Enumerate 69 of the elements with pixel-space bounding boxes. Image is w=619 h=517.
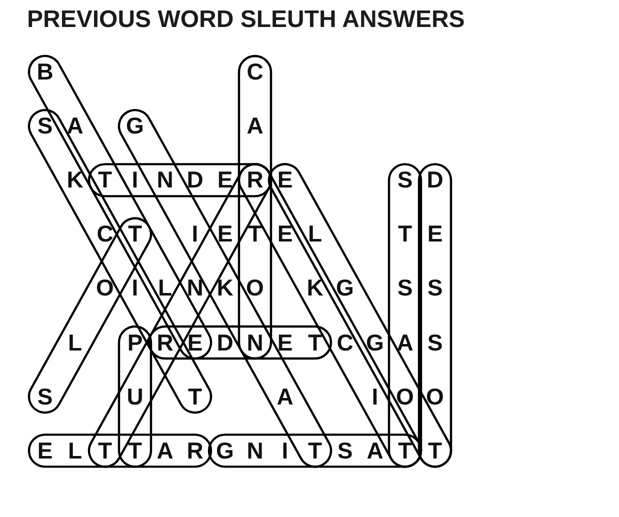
grid-letter: I xyxy=(192,222,198,246)
grid-letter: B xyxy=(36,60,54,84)
grid-letter: S xyxy=(37,114,53,138)
grid-letter: T xyxy=(128,222,142,246)
grid-letter: S xyxy=(337,439,353,462)
grid-letter: D xyxy=(216,331,234,354)
grid-letter: L xyxy=(158,276,172,300)
grid-letter: S xyxy=(37,385,53,408)
grid-letter: T xyxy=(308,439,322,462)
grid-letter: N xyxy=(186,276,204,300)
grid-letter: L xyxy=(308,222,322,246)
grid-letter: T xyxy=(188,385,202,408)
grid-letter: A xyxy=(366,439,384,462)
grid-letter: A xyxy=(396,331,414,354)
grid-letter: O xyxy=(246,276,264,300)
grid-letter: E xyxy=(277,331,293,354)
grid-letter: L xyxy=(68,331,82,354)
grid-letter: G xyxy=(126,114,144,138)
grid-letter: E xyxy=(187,331,203,354)
grid-letter: N xyxy=(246,439,264,462)
title: PREVIOUS WORD SLEUTH ANSWERS xyxy=(27,6,465,34)
grid-letter: A xyxy=(156,439,174,462)
grid-letter: O xyxy=(396,385,414,408)
grid-letter: O xyxy=(426,385,444,408)
grid-letter: T xyxy=(248,222,262,246)
grid-letter: K xyxy=(216,276,234,300)
grid-letter: I xyxy=(132,276,138,300)
grid-letter: E xyxy=(277,168,293,192)
grid-letter: I xyxy=(132,168,138,192)
grid-letter: E xyxy=(277,222,293,246)
grid-letter: T xyxy=(308,331,322,354)
grid-letter: E xyxy=(217,168,233,192)
grid-letter: A xyxy=(66,114,84,138)
grid-letter: R xyxy=(246,168,264,192)
grid-letter: P xyxy=(127,331,143,354)
grid-letter: I xyxy=(282,439,288,462)
grid-letter: G xyxy=(216,439,234,462)
grid-letter: D xyxy=(186,168,204,192)
grid-letter: C xyxy=(96,222,114,246)
grid-letter: D xyxy=(426,168,444,192)
grid-letter: S xyxy=(427,331,443,354)
grid-letter: T xyxy=(128,439,142,462)
grid-letter: C xyxy=(246,60,264,84)
grid-letter: S xyxy=(397,276,413,300)
grid-letter: E xyxy=(37,439,53,462)
grid-letter: K xyxy=(306,276,324,300)
grid-letter: U xyxy=(126,385,144,408)
grid-letter: E xyxy=(427,222,443,246)
grid-letter: S xyxy=(427,276,443,300)
grid-letter: N xyxy=(156,168,174,192)
grid-letter: T xyxy=(98,439,112,462)
grid-letter: T xyxy=(398,222,412,246)
grid-letter: T xyxy=(428,439,442,462)
grid-letter: K xyxy=(66,168,84,192)
grid-letter: T xyxy=(98,168,112,192)
grid-letter: E xyxy=(217,222,233,246)
grid-letter: I xyxy=(372,385,378,408)
grid-letter: S xyxy=(397,168,413,192)
grid-letter: G xyxy=(366,331,384,354)
grid-letter: A xyxy=(246,114,264,138)
grid-letter: O xyxy=(96,276,114,300)
grid-letter: R xyxy=(156,331,174,354)
grid-letter: T xyxy=(398,439,412,462)
grid-letter: N xyxy=(246,331,264,354)
grid-letter: C xyxy=(336,331,354,354)
grid-letter: G xyxy=(336,276,354,300)
grid-letter: A xyxy=(276,385,294,408)
grid-letter: L xyxy=(68,439,82,462)
grid-letter: R xyxy=(186,439,204,462)
